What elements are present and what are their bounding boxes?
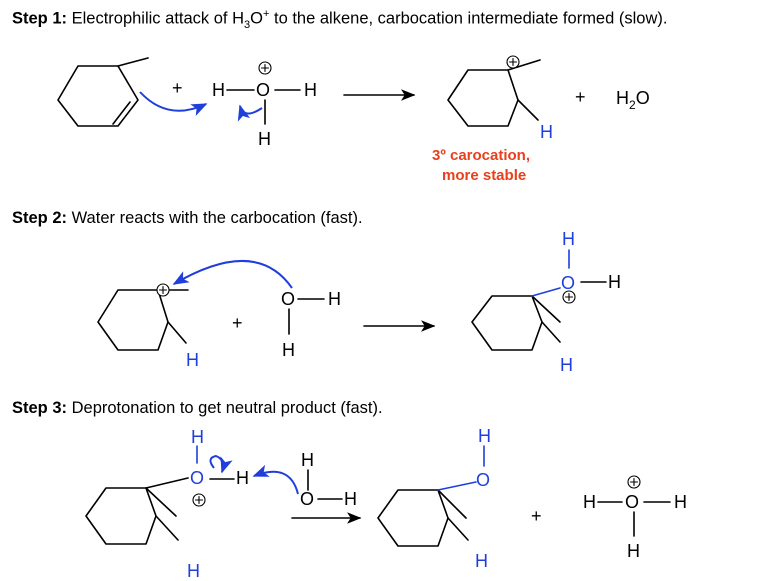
water-molecule: O H H <box>281 289 341 360</box>
curly-arrow-oh-bond <box>209 454 233 474</box>
atom-h-blue: H <box>475 551 488 571</box>
step-2-text: Water reacts with the carbocation (fast)… <box>67 209 363 227</box>
svg-text:H2O: H2O <box>616 88 650 112</box>
atom-h: H <box>301 450 314 470</box>
atom-h-blue: H <box>191 427 204 447</box>
curly-arrow-bond <box>237 104 263 122</box>
atom-o-blue: O <box>476 470 490 490</box>
water-base: H O H <box>300 450 357 509</box>
atom-h-blue: H <box>187 561 200 581</box>
step-1-label: Step 1: <box>12 9 68 28</box>
curly-arrow-water <box>172 259 293 289</box>
step-1-sub: 3 <box>244 18 251 31</box>
curly-arrow-water-base <box>252 464 299 495</box>
oxonium-molecule: H O H H <box>85 427 249 581</box>
atom-h-blue: H <box>540 122 553 142</box>
step-1-title: Step 1: Electrophilic attack of H3O+ to … <box>12 8 667 31</box>
step-3-label: Step 3: <box>12 399 68 417</box>
atom-o: O <box>625 492 639 512</box>
atom-h: H <box>583 492 596 512</box>
curly-arrow-alkene <box>139 91 208 116</box>
atom-h: H <box>344 489 357 509</box>
note-line-2: more stable <box>442 167 526 184</box>
atom-h-blue: H <box>186 350 199 370</box>
plus-sign: + <box>232 313 243 333</box>
carbocation-molecule-2: H <box>97 283 199 370</box>
alcohol-product: H O H <box>377 426 491 571</box>
atom-h: H <box>304 80 317 100</box>
atom-h-blue: H <box>560 355 573 375</box>
atom-o-blue: O <box>561 273 575 293</box>
plus-sign: + <box>172 78 183 98</box>
step-3-text: Deprotonation to get neutral product (fa… <box>67 399 383 417</box>
atom-h: H <box>674 492 687 512</box>
atom-h-blue: H <box>478 426 491 446</box>
step-1-rest: to the alkene, carbocation intermediate … <box>269 9 668 28</box>
atom-h: H <box>258 129 271 149</box>
atom-o-blue: O <box>190 468 204 488</box>
atom-h: H <box>236 468 249 488</box>
alkene-molecule <box>57 57 149 127</box>
atom-h-blue: H <box>562 229 575 249</box>
note-line-1: 3º carocation, <box>432 147 530 164</box>
atom-h: H <box>328 289 341 309</box>
step-1-text: Electrophilic attack of H <box>67 9 245 28</box>
step-3-title: Step 3: Deprotonation to get neutral pro… <box>12 399 383 418</box>
atom-h: H <box>627 541 640 561</box>
step-1-mid: O <box>250 9 263 28</box>
atom-o: O <box>281 289 295 309</box>
step-2-title: Step 2: Water reacts with the carbocatio… <box>12 209 363 228</box>
carbocation-molecule: H <box>447 55 553 142</box>
step-2-label: Step 2: <box>12 209 68 227</box>
atom-o: O <box>256 80 270 100</box>
plus-sign: + <box>531 506 542 526</box>
hydronium-product: H O H H <box>583 475 687 561</box>
atom-h: H <box>608 272 621 292</box>
oxonium-product: H O H H <box>471 229 621 375</box>
atom-o: O <box>300 489 314 509</box>
step-1-sup: + <box>262 8 270 20</box>
hydronium-molecule: H O H H <box>212 61 317 149</box>
plus-sign: + <box>575 87 586 107</box>
water-product: H2O <box>616 88 650 112</box>
atom-h: H <box>212 80 225 100</box>
atom-h: H <box>282 340 295 360</box>
